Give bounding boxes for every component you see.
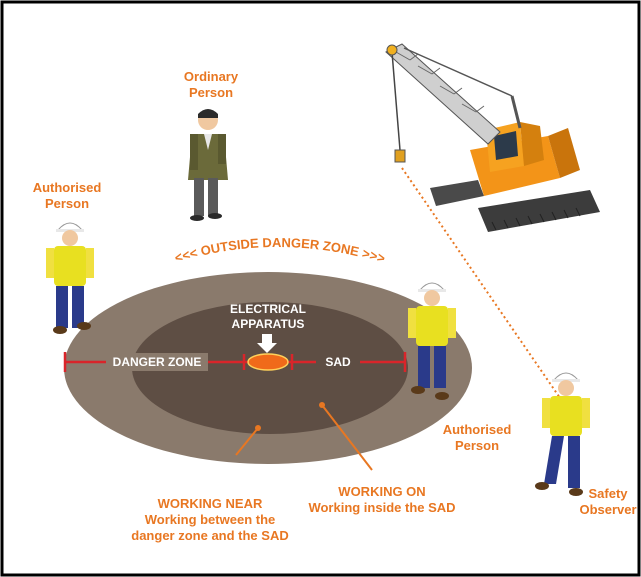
working-on-pointer [321,404,373,471]
ordinary-person-figure [188,109,228,221]
sad-label: SAD [325,355,351,369]
down-arrow-icon [257,334,277,353]
measure-line [63,352,407,372]
danger-zone-label: DANGER ZONE [112,355,202,369]
working-near-pointer [235,427,259,456]
electrical-apparatus-icon [247,353,289,371]
authorised-person-left-figure [46,222,94,334]
crane-icon [385,43,600,232]
authorised-person-right-figure [408,282,456,400]
sightline [401,167,561,399]
safety-observer-figure [535,372,590,496]
